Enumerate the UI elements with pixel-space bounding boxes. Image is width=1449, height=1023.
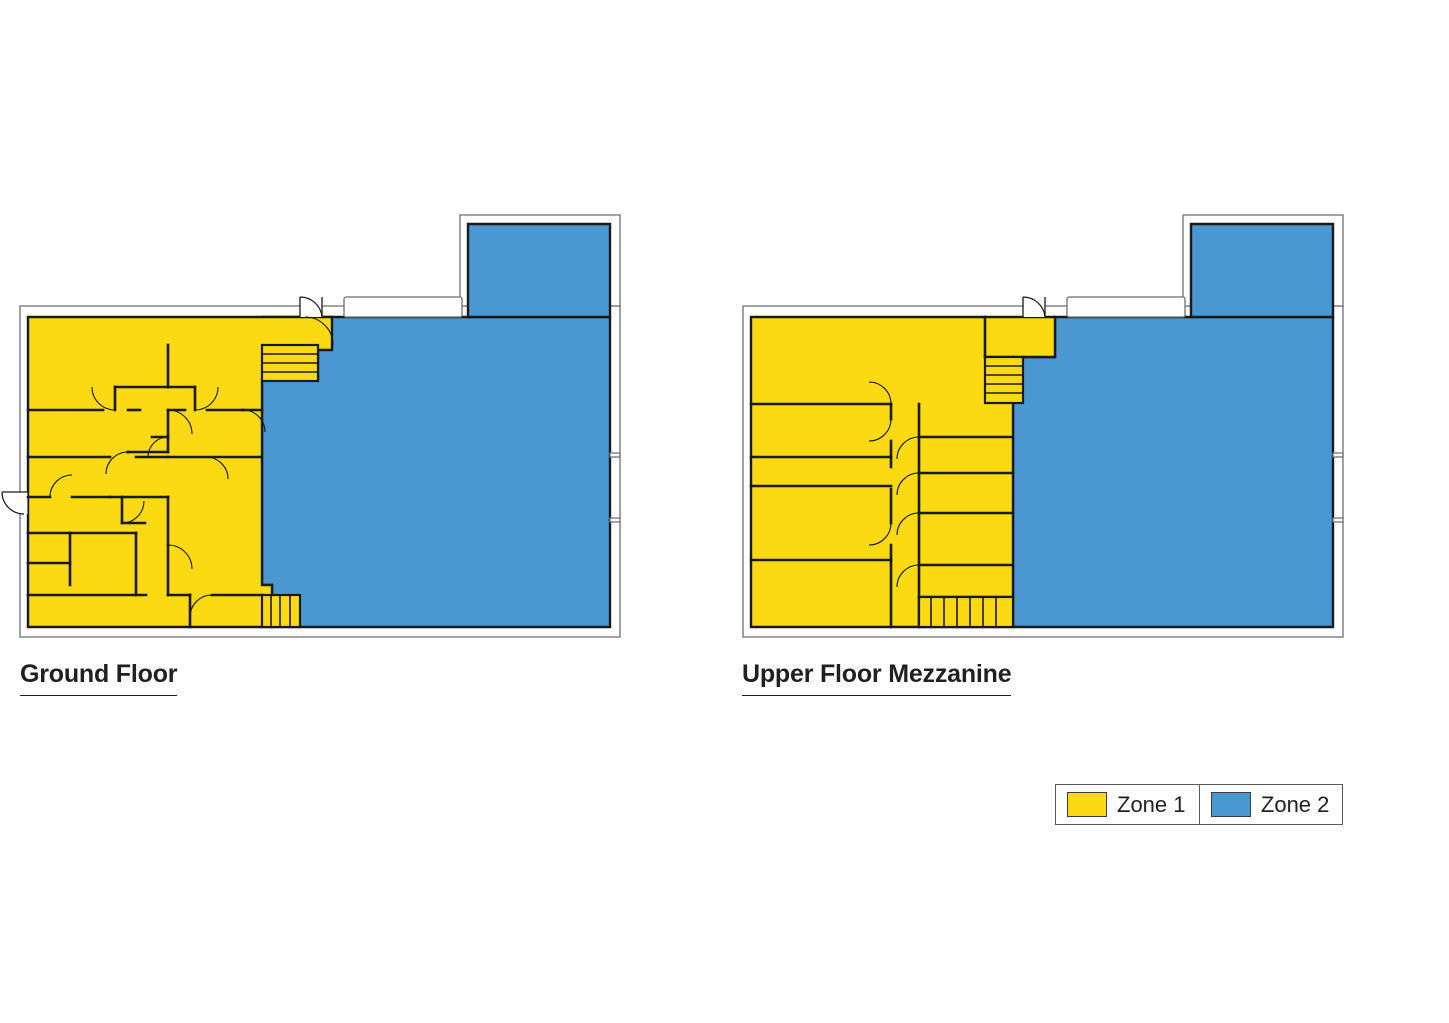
upper-stair-lower	[917, 595, 1015, 629]
zone-legend: Zone 1 Zone 2	[1055, 784, 1344, 825]
legend-entry-zone-2: Zone 2	[1200, 785, 1343, 824]
ground-stair-lower	[260, 593, 302, 629]
legend-label-zone-1: Zone 1	[1117, 791, 1186, 817]
upper-zone2-area	[1011, 222, 1335, 629]
ground-entry-link	[343, 296, 463, 318]
upper-stair-upper	[983, 355, 1025, 405]
upper-entry-link	[1066, 296, 1186, 318]
legend-label-zone-2: Zone 2	[1260, 791, 1330, 817]
ground-left-exterior-door	[1, 491, 29, 515]
ground-floor-plan	[0, 205, 660, 655]
ground-floor-caption: Ground Floor	[20, 660, 177, 696]
legend-divider	[1198, 785, 1200, 824]
upper-entrance-door	[1022, 296, 1046, 318]
ground-zone2-area	[260, 222, 612, 629]
ground-door-swings	[49, 386, 266, 618]
ground-stair-upper	[260, 343, 320, 383]
ground-right-wall-openings	[609, 452, 621, 523]
ground-stair-door	[304, 316, 334, 346]
legend-swatch-zone-1	[1067, 792, 1107, 817]
upper-floor-plan	[723, 205, 1383, 655]
legend-entry-zone-1: Zone 1	[1056, 785, 1199, 824]
upper-right-wall-openings	[1332, 452, 1344, 523]
upper-floor-caption: Upper Floor Mezzanine	[742, 660, 1012, 696]
ground-entrance-door	[299, 296, 323, 318]
legend-swatch-zone-2	[1210, 792, 1251, 817]
